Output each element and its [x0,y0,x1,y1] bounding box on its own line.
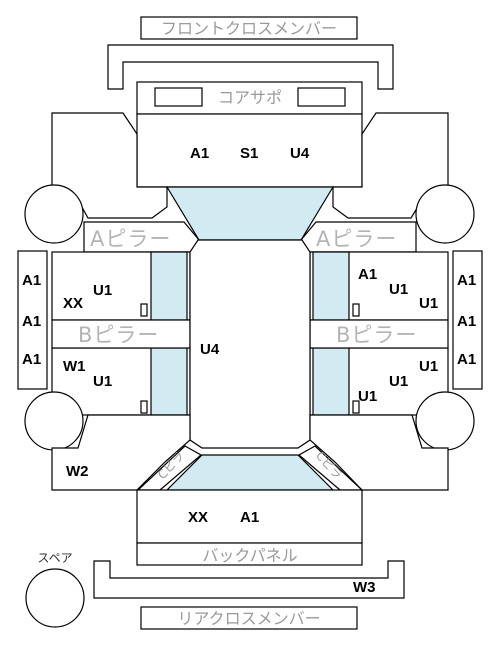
rear-right-door-code-3: U1 [358,388,377,405]
rear-left-door-handle [140,400,148,414]
left-rear-fender-code: W2 [66,463,89,480]
left-sill-code-3: A1 [22,351,41,368]
hood-code-1: A1 [190,145,209,162]
hood-code-2: S1 [240,145,258,162]
rear-right-window [312,347,350,416]
rear-left-door-code-1: W1 [63,358,86,375]
front-right-window [312,251,350,321]
core-support-left-slot [154,87,203,107]
b-pillar-right-label: Bピラー [336,323,417,347]
front-cross-member-box [140,16,358,40]
left-sill-code-1: A1 [22,272,41,289]
front-right-door-code-1: A1 [358,266,377,283]
right-sill-code-2: A1 [457,313,476,330]
rear-cross-member-box [140,606,358,630]
right-sill-code-1: A1 [457,272,476,289]
left-rocker-sill [17,250,48,390]
rear-bumper-code: W3 [353,579,376,596]
back-panel [136,542,363,566]
trunk-code-2: A1 [240,509,259,526]
a-pillar-right-label: Aピラー [316,227,397,251]
front-left-door-handle [140,303,148,317]
rear-bumper [93,560,405,599]
hood-code-3: U4 [290,145,310,162]
front-bumper [107,44,394,90]
b-pillar-left-label: Bピラー [78,323,159,347]
front-right-wheel [415,184,475,244]
left-sill-code-2: A1 [22,313,41,330]
front-left-door-code-2: XX [63,295,83,312]
front-left-door-code-1: U1 [93,282,112,299]
front-right-door-code-2: U1 [389,281,408,298]
a-pillar-left-label: Aピラー [90,227,171,251]
rear-left-window [150,347,188,416]
rear-right-door-code-2: U1 [389,373,408,390]
right-rocker-sill [452,250,483,390]
back-panel-label: バックパネル [202,546,297,565]
core-support-right-slot [297,87,346,107]
left-rear-quarter-panel [51,414,191,491]
right-sill-code-3: A1 [457,351,476,368]
right-rear-quarter-panel [309,414,449,491]
roof-panel [189,239,311,449]
rear-left-door-code-2: U1 [93,373,112,390]
b-pillar-left-box [51,319,191,349]
rear-cross-member-label: リアクロスメンバー [177,609,320,628]
spare-tire [25,568,85,628]
roof-code: U4 [200,341,220,358]
front-right-door-code-3: U1 [419,295,438,312]
rear-right-door-handle [352,400,360,414]
front-cross-member-label: フロントクロスメンバー [161,19,337,38]
rear-right-wheel [415,391,475,451]
spare-label: スペア [37,551,72,565]
trunk-panel [136,489,363,544]
b-pillar-right-box [309,319,449,349]
front-left-wheel [24,184,84,244]
rear-left-wheel [24,391,84,451]
core-support-label: コアサポ [218,88,282,107]
front-left-window [150,251,188,321]
rear-right-door-code-1: U1 [419,358,438,375]
front-right-door-handle [352,303,360,317]
trunk-code-1: XX [188,509,208,526]
